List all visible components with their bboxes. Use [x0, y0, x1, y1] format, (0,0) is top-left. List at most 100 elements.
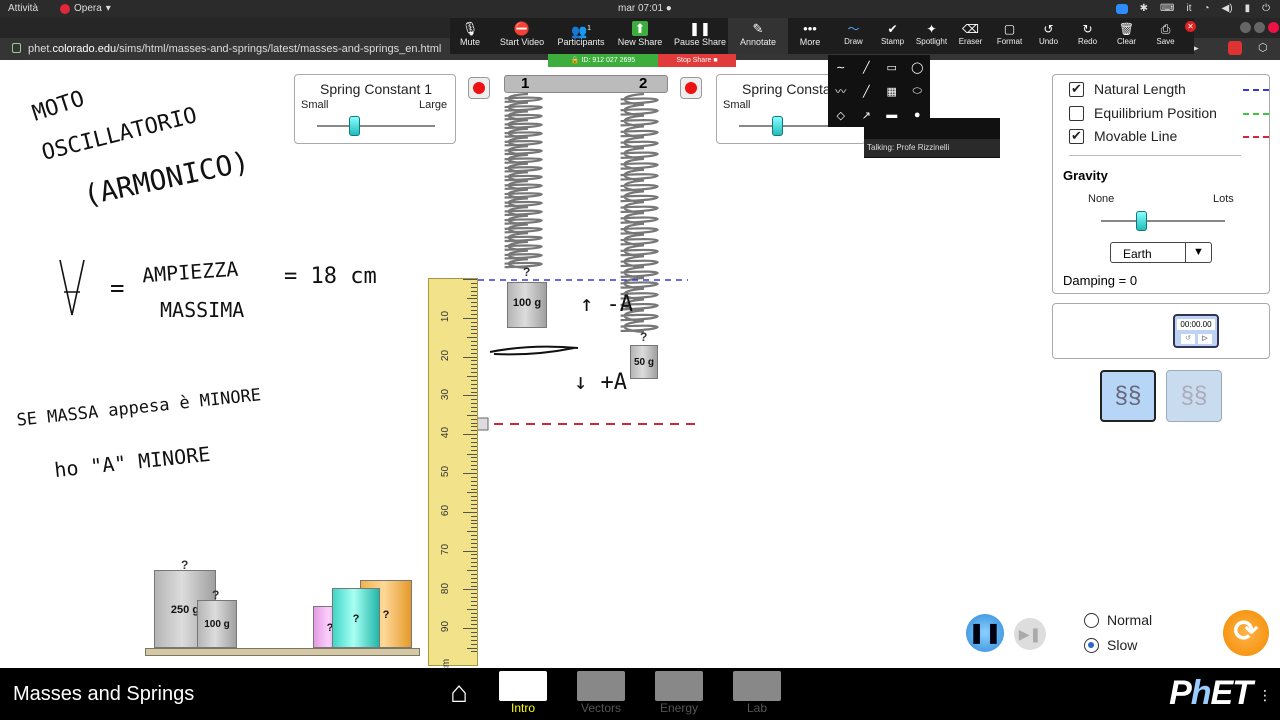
mass-50g-hung[interactable]: 50 g [630, 345, 658, 379]
draw-shape-option[interactable]: ▬ [886, 109, 898, 121]
menu-icon[interactable]: ⋮ [1258, 687, 1272, 703]
mystery-mass-cyan[interactable]: ? [332, 588, 380, 648]
planet-select[interactable]: Earth ▼ [1110, 242, 1212, 263]
draw-shape-option[interactable]: ◇ [836, 109, 845, 122]
pause-button[interactable]: ❚❚ [966, 614, 1004, 652]
spring2-slider-track[interactable] [739, 125, 859, 127]
draw-shape-option[interactable]: ╱ [862, 85, 870, 98]
speed-normal-radio[interactable] [1084, 612, 1099, 628]
mute-button[interactable]: 🎙Mute [450, 18, 490, 54]
url-text[interactable]: phet.colorado.edu/sims/html/masses-and-s… [28, 43, 441, 55]
mass-100g-shelf[interactable]: 100 g [197, 600, 237, 648]
equilibrium-checkbox-row[interactable]: Equilibrium Position [1069, 105, 1217, 121]
minimize-window-icon[interactable] [1240, 22, 1251, 33]
mass-100g-hung[interactable]: 100 g [507, 282, 547, 328]
language-indicator[interactable]: it [1186, 3, 1192, 14]
clock[interactable]: mar 07:01 ● [618, 3, 672, 14]
maximize-window-icon[interactable] [1254, 22, 1265, 33]
phet-logo[interactable]: PhET [1169, 674, 1253, 713]
movable-line-legend [1243, 136, 1269, 138]
options-divider [1069, 155, 1241, 156]
ruler-tick [471, 480, 477, 482]
bluetooth-icon[interactable]: ✱ [1139, 3, 1149, 14]
natural-length-label: Natural Length [1094, 81, 1186, 97]
annotate-button[interactable]: ✎Annotate [728, 18, 788, 54]
extensions-icon[interactable]: ⬡ [1258, 42, 1268, 54]
draw-shape-option[interactable]: ↗ [861, 109, 871, 122]
draw-shape-option[interactable]: ▦ [886, 85, 897, 98]
draw-shape-option[interactable]: ● [913, 109, 921, 121]
scene-two-springs-button[interactable]: §§ [1100, 370, 1156, 422]
spring-2-label: 2 [639, 75, 648, 92]
opera-app-menu[interactable]: Opera ▾ [60, 3, 111, 14]
adblock-icon[interactable] [1228, 41, 1242, 55]
more-button[interactable]: •••More [788, 18, 832, 54]
scene-adjustable-spring-button[interactable]: §§ [1166, 370, 1222, 422]
tab-lab[interactable]: Lab [733, 671, 781, 717]
speed-slow-radio[interactable] [1084, 637, 1099, 653]
ruler-tick [471, 302, 477, 304]
draw-shape-option[interactable]: ╱ [862, 61, 870, 74]
eraser-tool-button[interactable]: ⌫Eraser [951, 18, 990, 54]
spring1-slider-track[interactable] [317, 125, 435, 127]
home-button[interactable]: ⌂ [440, 678, 478, 710]
speed-slow-option[interactable]: Slow [1084, 637, 1137, 653]
tab-energy[interactable]: Energy [655, 671, 703, 717]
reset-all-button[interactable]: ⟳ [1223, 610, 1269, 656]
movable-line-checkbox-row[interactable]: ✔Movable Line [1069, 128, 1177, 144]
draw-shape-option[interactable]: ▭ [886, 61, 897, 74]
battery-icon[interactable]: ▮ [1244, 3, 1251, 14]
zoom-tray-icon[interactable] [1115, 3, 1128, 14]
stop-spring-1-button[interactable] [468, 77, 490, 99]
spring1-slider-thumb[interactable] [349, 116, 360, 136]
draw-shape-option[interactable]: ∼ [836, 61, 846, 74]
spotlight-tool-button[interactable]: ✦Spotlight [912, 18, 951, 54]
stop-share-button[interactable]: Stop Share ■ [658, 54, 736, 67]
more-label: More [799, 37, 821, 47]
wifi-icon[interactable]: ◔ [1203, 3, 1210, 14]
redo-button[interactable]: ↻Redo [1068, 18, 1107, 54]
undo-button[interactable]: ↺Undo [1029, 18, 1068, 54]
start-video-button[interactable]: ⛔Start Video [490, 18, 554, 54]
stopwatch[interactable]: 00:00.00 ↺ ▷ [1173, 314, 1219, 348]
power-icon[interactable]: ⏻ [1262, 3, 1270, 14]
format-tool-button[interactable]: ▢Format [990, 18, 1029, 54]
send-icon[interactable]: ➤ [1190, 43, 1200, 55]
draw-shape-option[interactable]: 〰 [835, 86, 847, 98]
spring-2-coil[interactable] [620, 92, 659, 334]
spring-1-coil[interactable] [504, 92, 543, 270]
gravity-slider-thumb[interactable] [1136, 211, 1147, 231]
draw-tool-button[interactable]: 〜Draw [834, 18, 873, 54]
natural-length-checkbox[interactable]: ✔ [1069, 81, 1084, 97]
meeting-id-badge[interactable]: 🔒 ID: 912 027 2695 [548, 54, 658, 67]
clear-button[interactable]: 🗑Clear [1107, 18, 1146, 54]
draw-shape-option[interactable]: ◯ [911, 61, 924, 74]
system-tray[interactable]: ✱ ⌨ it ◔ ◀) ▮ ⏻ [1115, 3, 1270, 14]
stop-spring-2-button[interactable] [680, 77, 702, 99]
step-forward-button[interactable]: ▶❚ [1014, 618, 1046, 650]
ruler-tick-label: 40 [440, 427, 452, 439]
keyboard-icon[interactable]: ⌨ [1160, 3, 1175, 14]
save-button[interactable]: ⎙Save [1146, 18, 1185, 54]
ruler-tick [471, 593, 477, 595]
ruler-tick [471, 329, 477, 331]
clear-label: Clear [1116, 37, 1137, 46]
activities-button[interactable]: Attività [8, 3, 39, 14]
tab-intro[interactable]: Intro [499, 671, 547, 717]
draw-shape-option[interactable]: ⬭ [912, 84, 922, 97]
natural-length-checkbox-row[interactable]: ✔ Natural Length [1069, 81, 1186, 97]
volume-icon[interactable]: ◀) [1221, 3, 1233, 14]
new-share-button[interactable]: ⬆New Share [608, 18, 672, 54]
equilibrium-checkbox[interactable] [1069, 105, 1084, 121]
tab-vectors[interactable]: Vectors [577, 671, 625, 717]
gravity-slider-track[interactable] [1101, 220, 1225, 222]
movable-line-checkbox[interactable]: ✔ [1069, 128, 1084, 144]
pause-share-button[interactable]: ❚❚Pause Share [672, 18, 728, 54]
close-window-icon[interactable] [1268, 22, 1279, 33]
stamp-tool-button[interactable]: ✔Stamp [873, 18, 912, 54]
spring2-slider-thumb[interactable] [772, 116, 783, 136]
close-annotate-button[interactable]: ✕ [1185, 18, 1197, 54]
speed-normal-option[interactable]: Normal [1084, 612, 1152, 628]
